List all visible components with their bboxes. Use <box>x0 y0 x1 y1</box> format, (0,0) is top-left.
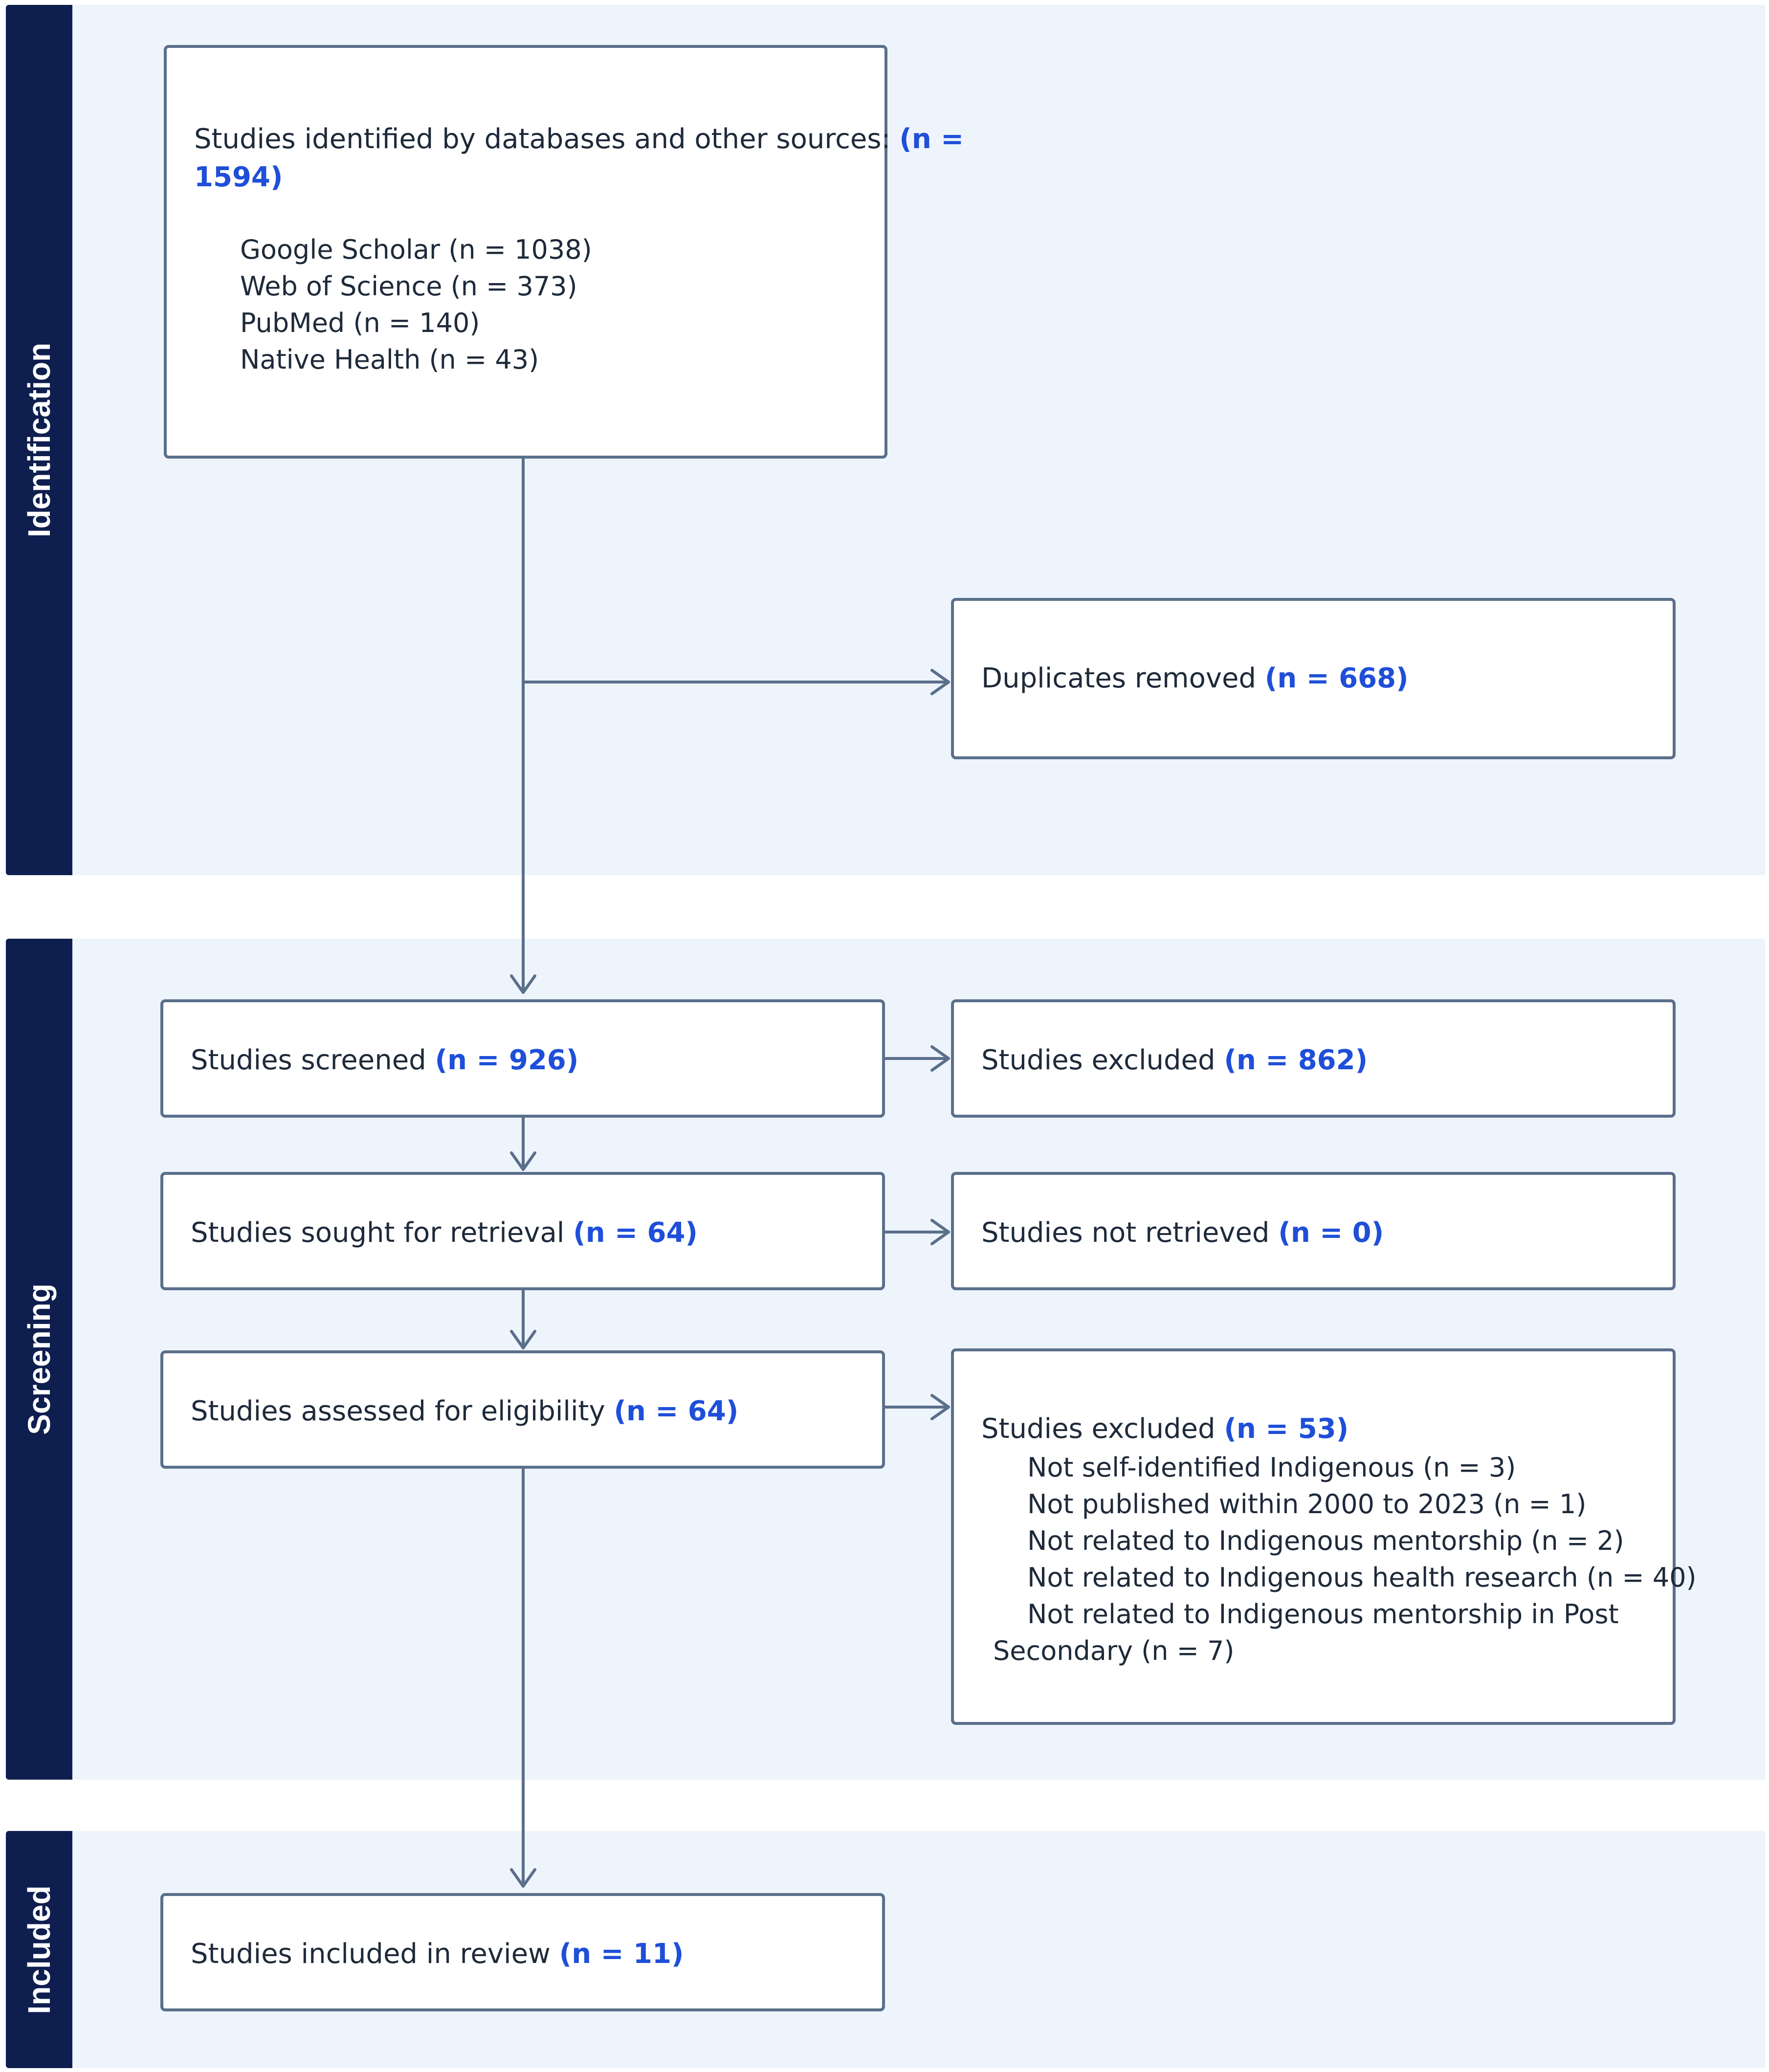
duplicates-removed-box: Duplicates removed (n = 668) <box>951 598 1676 759</box>
source-web-of-science: Web of Science (n = 373) <box>240 271 577 302</box>
identified-count-end: 1594) <box>194 161 283 193</box>
studies-assessed-box: Studies assessed for eligibility (n = 64… <box>160 1350 885 1469</box>
arrowhead-assessed <box>510 1330 536 1349</box>
included-phase-bar: Included <box>6 1831 72 2068</box>
identified-label: Studies identified by databases and othe… <box>194 123 900 155</box>
exclusion-reason-not-published-range: Not published within 2000 to 2023 (n = 1… <box>1027 1489 1587 1520</box>
studies-screened-box: Studies screened (n = 926) <box>160 999 885 1118</box>
excluded-eligibility-count: (n = 53) <box>1224 1413 1349 1445</box>
source-native-health: Native Health (n = 43) <box>240 344 539 375</box>
source-google-scholar: Google Scholar (n = 1038) <box>240 234 592 265</box>
identified-studies-box: Studies identified by databases and othe… <box>164 45 964 459</box>
identification-phase-bar: Identification <box>6 5 72 875</box>
not-retrieved-label: Studies not retrieved <box>981 1217 1279 1249</box>
exclusion-reason-not-mentorship: Not related to Indigenous mentorship (n … <box>1027 1525 1624 1556</box>
arrowhead-not-retrieved <box>930 1219 950 1245</box>
arrowhead-sought <box>510 1151 536 1171</box>
excluded-eligibility-label: Studies excluded <box>981 1413 1224 1445</box>
not-retrieved-count: (n = 0) <box>1278 1217 1384 1249</box>
studies-included-box: Studies included in review (n = 11) <box>160 1893 885 2011</box>
arrowhead-excluded-screen <box>930 1045 950 1072</box>
included-count: (n = 11) <box>559 1938 684 1970</box>
arrowhead-included <box>510 1868 536 1888</box>
excluded-screen-label: Studies excluded <box>981 1044 1224 1076</box>
screened-count: (n = 926) <box>435 1044 579 1076</box>
studies-sought-box: Studies sought for retrieval (n = 64) <box>160 1172 885 1290</box>
arrowhead-screened <box>510 974 536 994</box>
sought-label: Studies sought for retrieval <box>191 1217 574 1249</box>
assessed-label: Studies assessed for eligibility <box>191 1395 614 1427</box>
studies-excluded-screening-box: Studies excluded (n = 862) <box>951 999 1676 1118</box>
source-pubmed: PubMed (n = 140) <box>240 308 480 338</box>
excluded-screen-count: (n = 862) <box>1224 1044 1368 1076</box>
studies-not-retrieved-box: Studies not retrieved (n = 0) <box>951 1172 1676 1290</box>
exclusion-reason-not-post-secondary: Not related to Indigenous mentorship in … <box>1027 1599 1619 1630</box>
duplicates-label: Duplicates removed <box>981 662 1265 694</box>
exclusion-reason-continuation: Secondary (n = 7) <box>993 1635 1235 1666</box>
duplicates-count: (n = 668) <box>1264 662 1409 694</box>
exclusion-reason-not-self-identified: Not self-identified Indigenous (n = 3) <box>1027 1452 1516 1483</box>
screened-label: Studies screened <box>191 1044 435 1076</box>
screening-phase-bar: Screening <box>6 939 72 1780</box>
arrowhead-excluded-eligibility <box>930 1394 950 1420</box>
identified-count-start: (n = <box>899 123 964 155</box>
exclusion-reason-not-health-research: Not related to Indigenous health researc… <box>1027 1562 1697 1593</box>
arrowhead-duplicates <box>930 669 950 695</box>
included-label: Studies included in review <box>191 1938 559 1970</box>
studies-excluded-eligibility-box: Studies excluded (n = 53) Not self-ident… <box>951 1348 1697 1725</box>
sought-count: (n = 64) <box>573 1217 698 1249</box>
assessed-count: (n = 64) <box>614 1395 739 1427</box>
